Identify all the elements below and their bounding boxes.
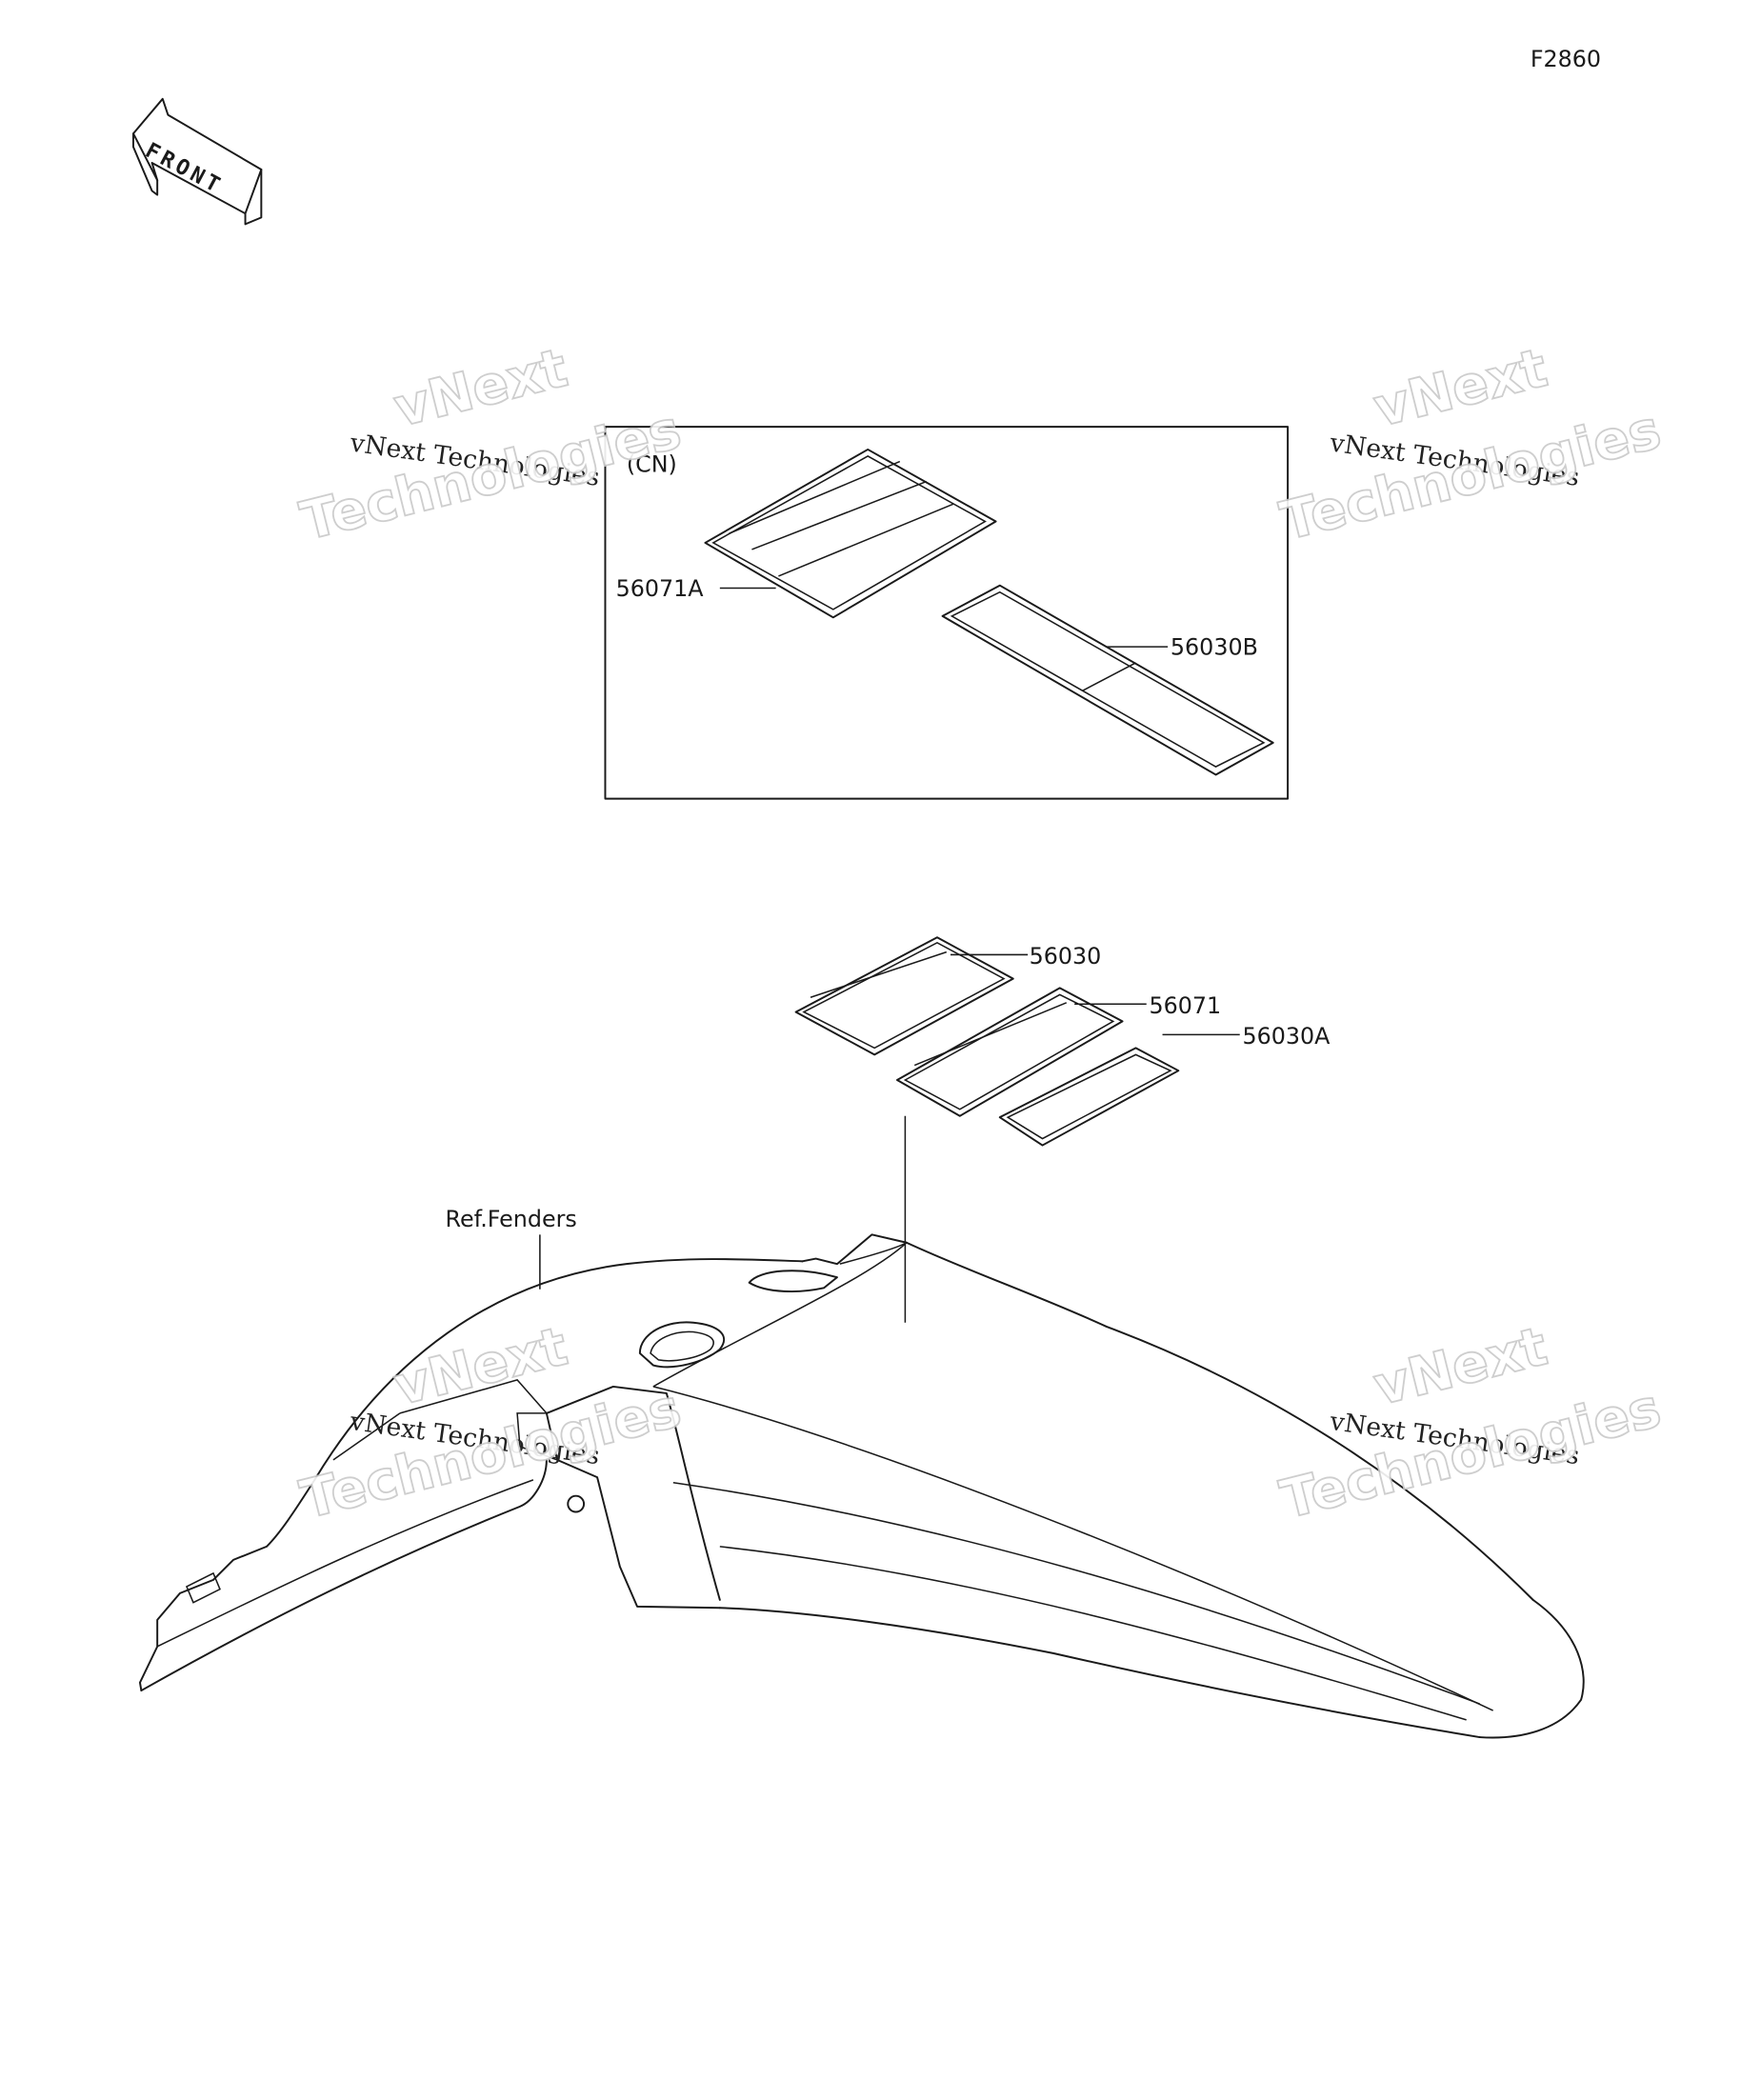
decal-56030B <box>941 584 1274 776</box>
watermark-bottom-left: vNext Technologies vNext Technologies <box>294 1315 689 1532</box>
watermark-brand: Technologies <box>1274 1377 1667 1531</box>
decal-56071A <box>704 448 997 619</box>
decal-56030 <box>794 936 1014 1056</box>
watermark-brand: vNext <box>1368 337 1552 440</box>
front-arrow-icon: FRONT <box>131 97 263 226</box>
watermark-brand: vNext <box>1368 1315 1552 1418</box>
watermark-brand: Technologies <box>1274 399 1667 553</box>
label-56030: 56030 <box>1030 943 1102 970</box>
label-56071: 56071 <box>1150 992 1222 1019</box>
decal-56030A <box>998 1047 1180 1147</box>
watermark-bottom-right: vNext Technologies vNext Technologies <box>1273 1315 1668 1532</box>
label-56030A: 56030A <box>1243 1023 1331 1050</box>
watermark-brand: vNext <box>389 1315 573 1418</box>
decal-56071 <box>896 987 1124 1117</box>
watermark-brand: vNext <box>389 337 573 440</box>
rear-fender-drawing <box>138 1233 1585 1739</box>
watermark-top-right: vNext Technologies vNext Technologies <box>1273 336 1668 553</box>
label-56071A: 56071A <box>616 575 705 602</box>
label-56030B: 56030B <box>1171 633 1258 660</box>
cn-tag: (CN) <box>627 451 677 478</box>
watermark-brand: Technologies <box>295 1377 688 1531</box>
cn-variant-box: (CN) 56071A 56030B <box>604 426 1290 800</box>
ref-fenders-label: Ref.Fenders <box>445 1206 576 1232</box>
watermark-top-left: vNext Technologies vNext Technologies <box>294 336 689 553</box>
diagram-id: F2860 <box>1531 46 1601 72</box>
